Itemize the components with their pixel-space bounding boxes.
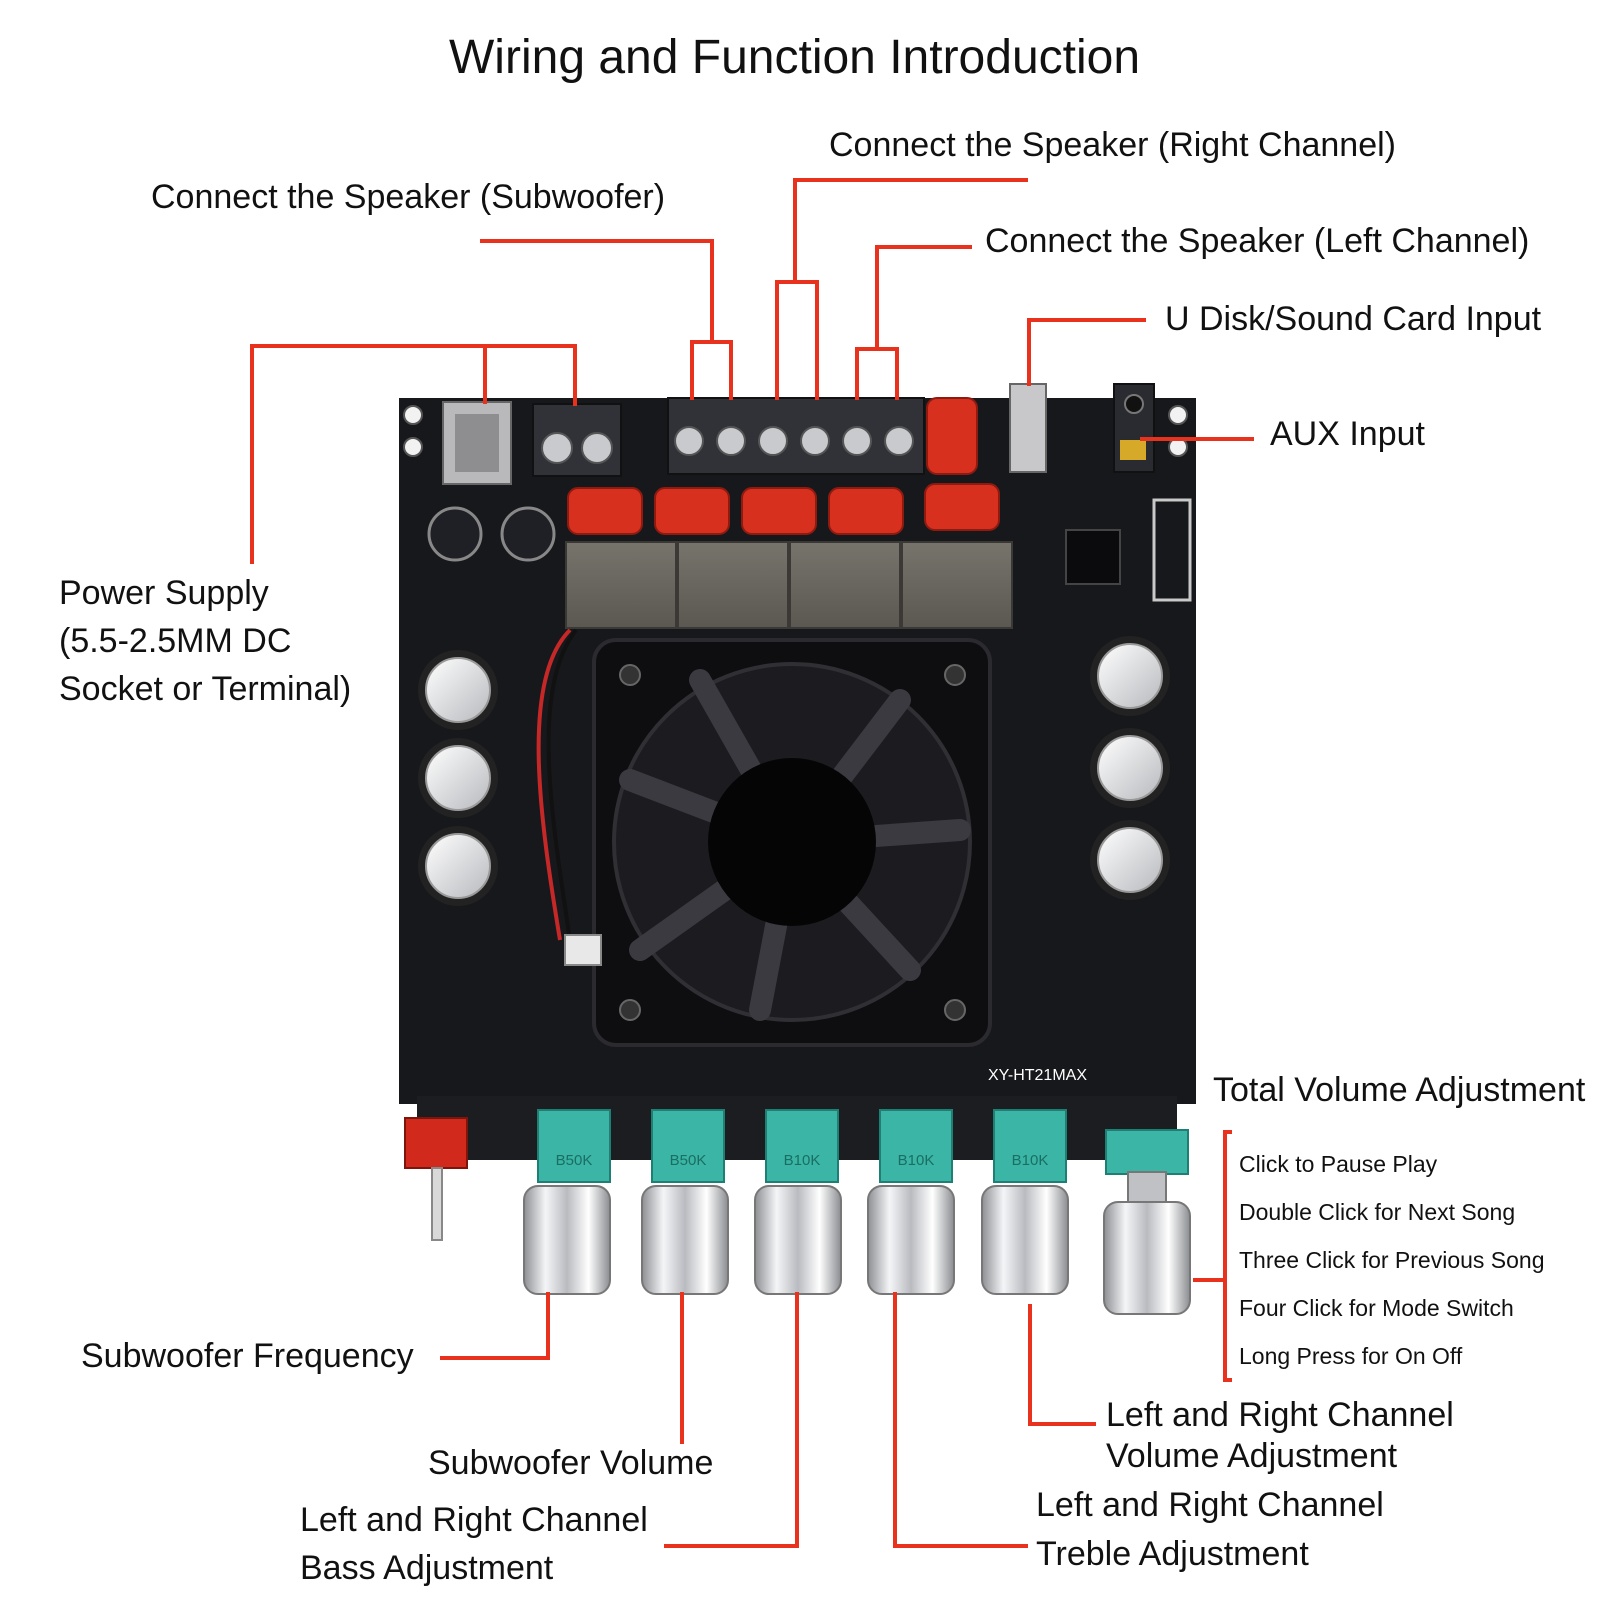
- label-treble-line1: Left and Right Channel: [1036, 1486, 1384, 1524]
- label-subwoofer-frequency: Subwoofer Frequency: [81, 1337, 414, 1375]
- power-terminal: [532, 403, 622, 477]
- pot-value-label: B50K: [670, 1152, 707, 1169]
- label-speaker-subwoofer: Connect the Speaker (Subwoofer): [151, 178, 666, 216]
- dc-socket: [442, 401, 512, 485]
- label-bass-line2: Bass Adjustment: [300, 1549, 554, 1587]
- electrolytic-capacitors-right: [1090, 636, 1170, 900]
- label-treble-line2: Treble Adjustment: [1036, 1535, 1309, 1573]
- pcb-lower-edge: [417, 1096, 1177, 1160]
- label-aux-input: AUX Input: [1270, 415, 1425, 453]
- pot-value-label: B10K: [784, 1152, 821, 1169]
- cooling-fan: [592, 638, 992, 1047]
- standoff-2: [500, 506, 556, 562]
- power-toggle-switch: [404, 1117, 468, 1241]
- antenna-trace: [1152, 498, 1192, 602]
- speaker-terminal-block: [667, 397, 925, 475]
- bluetooth-chip: [1065, 529, 1121, 585]
- fan-connector: [564, 934, 602, 966]
- total-volume-function-4: Four Click for Mode Switch: [1239, 1295, 1514, 1321]
- electrolytic-capacitors-left: [418, 650, 498, 906]
- pot-2: [641, 1109, 729, 1295]
- label-power-supply-line3: Socket or Terminal): [59, 670, 352, 708]
- total-volume-function-1: Click to Pause Play: [1239, 1151, 1438, 1177]
- pot-1: [523, 1109, 611, 1295]
- pot-4: [867, 1109, 955, 1295]
- label-power-supply-line1: Power Supply: [59, 574, 269, 612]
- usb-port: [1009, 383, 1047, 473]
- label-bass-line1: Left and Right Channel: [300, 1501, 648, 1539]
- total-volume-function-2: Double Click for Next Song: [1239, 1199, 1516, 1225]
- label-speaker-left: Connect the Speaker (Left Channel): [985, 222, 1530, 260]
- total-volume-function-3: Three Click for Previous Song: [1239, 1247, 1545, 1273]
- pot-5: [981, 1109, 1069, 1295]
- inductors: [565, 541, 1013, 629]
- pcb-board: [399, 398, 1196, 1104]
- aux-jack: [1113, 383, 1155, 473]
- pot-value-label: B10K: [1012, 1152, 1049, 1169]
- label-lr-volume-line2: Volume Adjustment: [1106, 1437, 1398, 1475]
- label-power-supply-line2: (5.5-2.5MM DC: [59, 622, 292, 660]
- film-capacitors: [567, 397, 1000, 535]
- board-model-text: XY-HT21MAX: [988, 1067, 1087, 1084]
- label-udisk-input: U Disk/Sound Card Input: [1165, 300, 1542, 338]
- standoff-1: [427, 506, 483, 562]
- pot-value-label: B10K: [898, 1152, 935, 1169]
- pot-3: [754, 1109, 842, 1295]
- label-total-volume: Total Volume Adjustment: [1213, 1071, 1586, 1109]
- fan-wires: [536, 628, 572, 941]
- page-title: Wiring and Function Introduction: [449, 31, 1141, 84]
- label-subwoofer-volume: Subwoofer Volume: [428, 1444, 714, 1482]
- mounting-holes: [403, 405, 1188, 457]
- label-speaker-right: Connect the Speaker (Right Channel): [829, 126, 1396, 164]
- total-volume-function-5: Long Press for On Off: [1239, 1343, 1463, 1369]
- label-lr-volume-line1: Left and Right Channel: [1106, 1396, 1454, 1434]
- pot-value-label: B50K: [556, 1152, 593, 1169]
- total-volume-encoder: [1103, 1129, 1191, 1315]
